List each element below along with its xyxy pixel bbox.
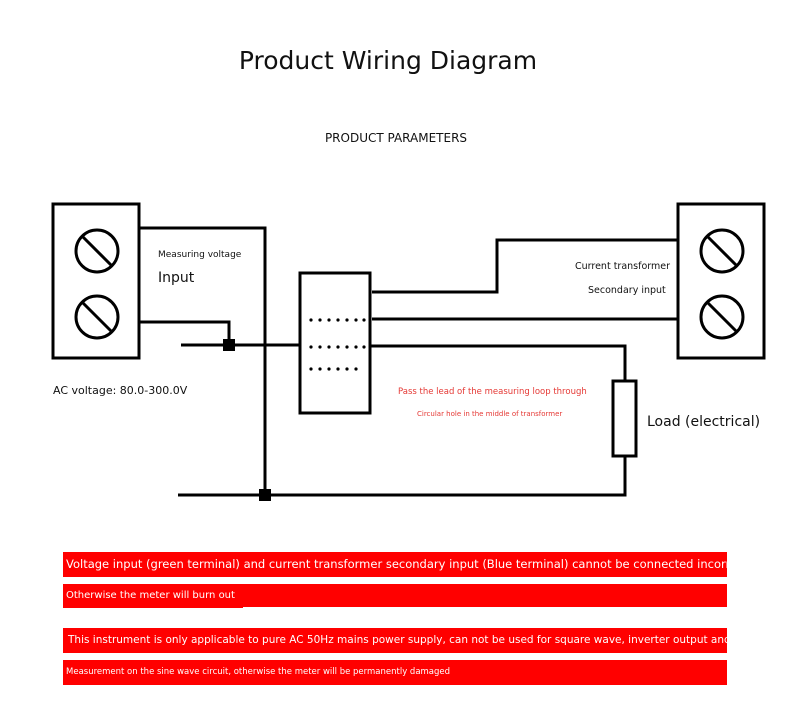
load-resistor — [611, 379, 638, 458]
transformer-winding-dots — [309, 318, 366, 371]
warning-banner-4: Measurement on the sine wave circuit, ot… — [63, 660, 727, 685]
wire-bottom-voltage — [139, 320, 231, 345]
ct-terminal-screw-2 — [699, 294, 745, 340]
warning-banner-2: Otherwise the meter will burn out — [63, 584, 727, 608]
label-measuring-voltage: Measuring voltage — [158, 250, 242, 260]
warning-banner-2-gap — [243, 607, 727, 608]
junction-neutral — [259, 489, 271, 501]
wire-ct-upper — [372, 238, 678, 294]
voltage-terminal-screw-1 — [74, 228, 120, 274]
page-title: Product Wiring Diagram — [238, 46, 538, 75]
label-current-transformer: Current transformer — [575, 261, 671, 272]
diagram-subtitle: PRODUCT PARAMETERS — [324, 131, 468, 145]
label-input: Input — [158, 270, 195, 286]
label-ac-voltage: AC voltage: 80.0-300.0V — [53, 384, 188, 397]
ct-terminal-block — [676, 202, 766, 360]
warning-banner-3: This instrument is only applicable to pu… — [63, 628, 787, 653]
voltage-terminal-screw-2 — [74, 294, 120, 340]
junction-line — [223, 339, 235, 351]
wire-load-line — [370, 344, 627, 381]
voltage-terminal-block — [51, 202, 141, 360]
label-secondary-input: Secondary input — [588, 285, 666, 296]
label-pass-lead: Pass the lead of the measuring loop thro… — [398, 387, 587, 397]
label-circular-hole: Circular hole in the middle of transform… — [417, 410, 563, 418]
current-transformer — [298, 271, 372, 415]
label-load: Load (electrical) — [647, 414, 761, 430]
warning-banner-1: Voltage input (green terminal) and curre… — [63, 552, 758, 577]
wire-neutral — [178, 456, 627, 497]
wire-top-voltage — [139, 226, 267, 495]
ct-terminal-screw-1 — [699, 228, 745, 274]
